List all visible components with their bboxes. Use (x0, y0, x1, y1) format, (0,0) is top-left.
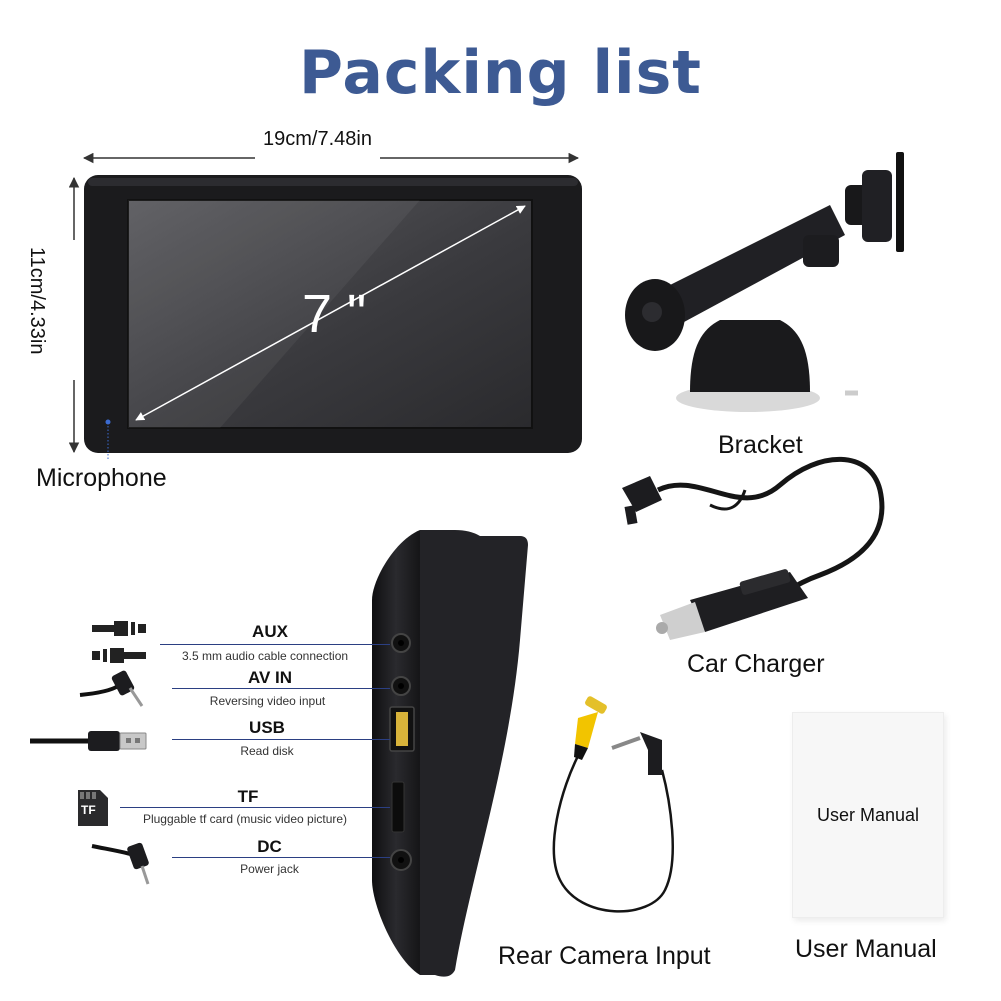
microphone-label: Microphone (36, 464, 167, 492)
rear-camera-label: Rear Camera Input (498, 942, 711, 970)
port-line-usb (172, 739, 390, 740)
port-line-dc (172, 857, 390, 858)
rear-camera-cable-illustration (552, 696, 674, 913)
port-line-tf (120, 807, 390, 808)
user-manual-label: User Manual (795, 935, 937, 963)
port-desc-tf: Pluggable tf card (music video picture) (142, 812, 348, 826)
usb-cable-icon (30, 731, 147, 751)
display-side-view (372, 530, 528, 977)
port-desc-usb: Read disk (240, 744, 294, 758)
port-name-aux: AUX (252, 622, 288, 641)
port-desc-av-in: Reversing video input (209, 694, 326, 708)
car-charger-label: Car Charger (687, 650, 825, 678)
port-name-tf: TF (237, 787, 259, 806)
port-desc-dc: Power jack (240, 862, 299, 876)
screen-size-label: 7 " (302, 284, 367, 344)
dc-plug-icon (91, 842, 150, 885)
user-manual-card: User Manual (792, 712, 944, 918)
width-label: 19cm/7.48in (263, 128, 372, 150)
tf-card-icon (78, 790, 108, 826)
bracket-illustration (625, 152, 904, 412)
display-front-view (84, 175, 582, 460)
port-name-dc: DC (257, 837, 282, 856)
aux-cable-icon (92, 621, 146, 663)
port-name-av-in: AV IN (247, 668, 293, 687)
port-line-av-in (172, 688, 390, 689)
page-title: Packing list (299, 38, 702, 108)
av-in-plug-icon (79, 670, 144, 707)
user-manual-cover-text: User Manual (816, 804, 920, 825)
port-line-aux (160, 644, 390, 645)
bracket-label: Bracket (718, 431, 803, 459)
car-charger-illustration (622, 456, 885, 640)
port-desc-aux: 3.5 mm audio cable connection (181, 649, 349, 663)
port-name-usb: USB (249, 718, 285, 737)
tf-card-icon-text: TF (81, 803, 96, 817)
height-label: 11cm/4.33in (26, 247, 48, 355)
